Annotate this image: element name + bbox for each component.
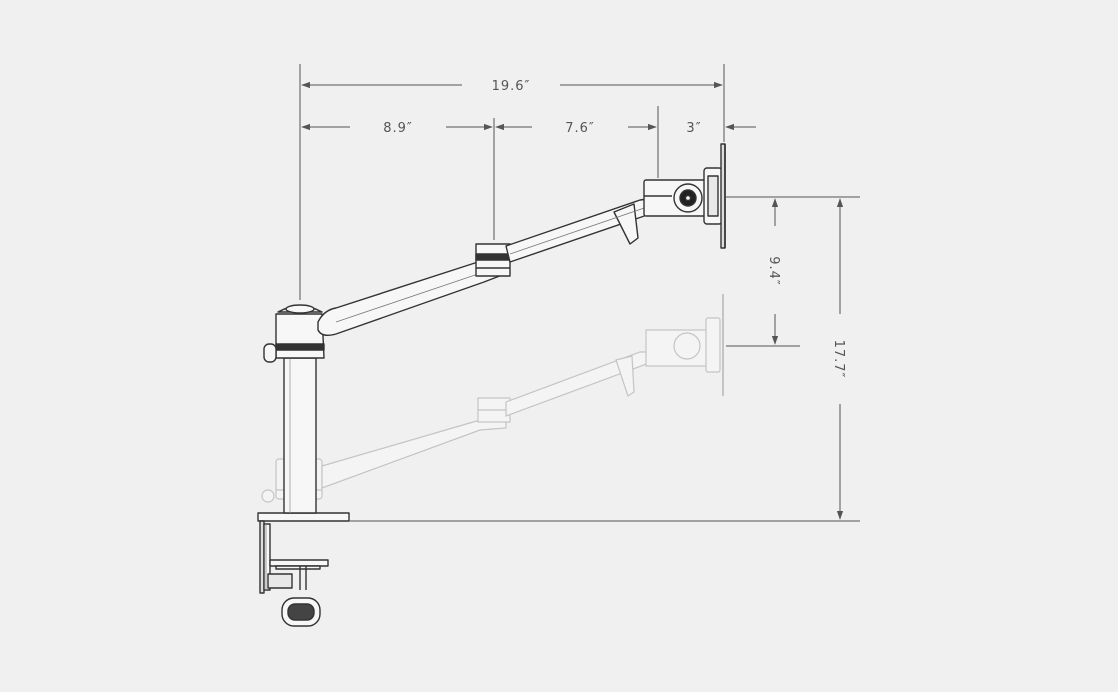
lowered-arm-ghost [261,294,724,503]
monitor-arm [257,143,726,627]
desk-clamp [257,512,350,627]
second-arm [505,197,657,263]
pole [283,357,317,514]
dimension-labels: 19.6″ 8.9″ 7.6″ 3″ 9.4″ 17.7″ [383,79,846,378]
dimension-lines [299,64,860,522]
second-arm-label: 7.6″ [565,121,595,136]
head-offset-label: 3″ [686,121,701,136]
max-height-label: 17.7″ [831,340,846,379]
pole-collar [263,304,325,363]
total-reach-label: 19.6″ [492,79,531,94]
vesa-plate [720,143,726,249]
first-arm-label: 8.9″ [383,121,413,136]
tilt-head [643,167,723,225]
elbow-joint [475,243,511,277]
vertical-travel-label: 9.4″ [766,256,781,286]
